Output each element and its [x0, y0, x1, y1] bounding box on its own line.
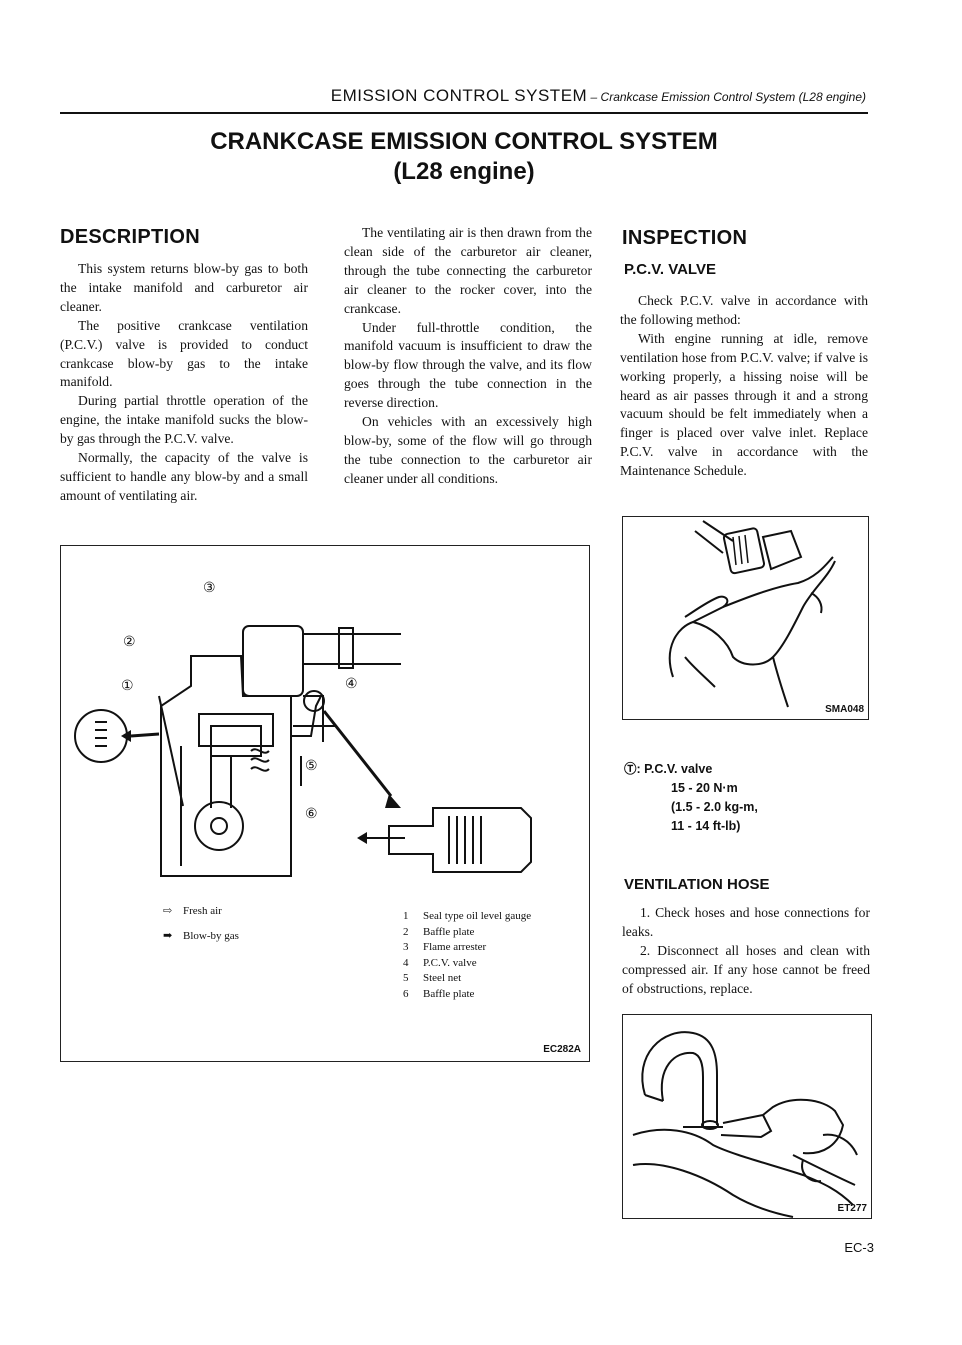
- torque-icon: Ⓣ: [624, 762, 637, 776]
- callout-1: ①: [121, 679, 134, 694]
- callout-4: ④: [345, 677, 358, 692]
- legend-num: 3: [403, 941, 409, 954]
- description-text-col1: This system returns blow-by gas to both …: [60, 260, 308, 506]
- legend-num: 5: [403, 972, 409, 985]
- ventilation-hose-heading: VENTILATION HOSE: [624, 876, 770, 893]
- pcv-valve-heading: P.C.V. VALVE: [624, 261, 716, 278]
- pcv-figure-code: SMA048: [825, 704, 864, 715]
- callout-5: ⑤: [305, 759, 318, 774]
- legend-item: 6 Baffle plate: [403, 987, 543, 1003]
- legend-item: 4 P.C.V. valve: [403, 956, 543, 972]
- hose-figure-code: ET277: [837, 1203, 867, 1214]
- description-paragraph-3: During partial throttle operation of the…: [60, 393, 308, 447]
- description-paragraph-2: The positive crankcase ventilation (P.C.…: [60, 317, 308, 390]
- legend-label: Steel net: [423, 972, 462, 985]
- legend-label: Seal type oil level gauge: [423, 910, 532, 922]
- header-section: EMISSION CONTROL SYSTEM: [330, 86, 588, 105]
- callout-3: ③: [203, 581, 216, 596]
- legend-label: Flame arrester: [423, 941, 487, 954]
- page-subtitle: (L28 engine): [393, 158, 535, 185]
- hose-step-2: 2. Disconnect all hoses and clean with c…: [622, 942, 870, 996]
- legend-blow-by-gas: ➡ Blow-by gas: [163, 929, 239, 945]
- page-number: EC-3: [844, 1240, 874, 1255]
- pcv-spec-label: Ⓣ: P.C.V. valve: [624, 760, 712, 779]
- pcv-spec-value-3: 11 - 14 ft-lb): [671, 819, 741, 833]
- legend-item: 3 Flame arrester: [403, 940, 543, 956]
- pcv-spec-text: : P.C.V. valve: [636, 762, 713, 776]
- header-rule: [60, 112, 868, 114]
- pcv-paragraph-1: Check P.C.V. valve in accordance with th…: [620, 293, 868, 327]
- description-paragraph-5: The ventilating air is then drawn from t…: [344, 225, 592, 316]
- pcv-spec-value-2: (1.5 - 2.0 kg-m,: [671, 800, 758, 814]
- legend-fresh-air: ⇨ Fresh air: [163, 904, 239, 920]
- legend-label: Baffle plate: [423, 987, 475, 1000]
- legend-num: 6: [403, 987, 409, 1000]
- legend-item: 2 Baffle plate: [403, 925, 543, 941]
- fresh-air-arrow-icon: ⇨: [163, 905, 173, 917]
- legend-num: 4: [403, 956, 409, 969]
- header-subsection: Crankcase Emission Control System (L28 e…: [600, 90, 866, 104]
- description-paragraph-1: This system returns blow-by gas to both …: [60, 261, 308, 314]
- legend-label: Baffle plate: [423, 925, 475, 938]
- description-paragraph-7: On vehicles with an excessively high blo…: [344, 414, 592, 486]
- ventilation-hose-illustration: [632, 1031, 858, 1218]
- legend-item: 1 Seal type oil level gauge: [403, 909, 543, 925]
- legend-label: P.C.V. valve: [423, 956, 477, 969]
- legend-item: 5 Steel net: [403, 971, 543, 987]
- page-title: CRANKCASE EMISSION CONTROL SYSTEM: [210, 128, 718, 155]
- header-separator: –: [587, 90, 601, 104]
- legend-num: 2: [403, 925, 409, 938]
- callout-2: ②: [123, 635, 136, 650]
- hose-step-1: 1. Check hoses and hose connections for …: [622, 905, 870, 939]
- description-paragraph-4: Normally, the capacity of the valve is s…: [60, 450, 308, 503]
- pcv-valve-illustration: [668, 520, 836, 708]
- ventilation-hose-text: 1. Check hoses and hose connections for …: [622, 904, 870, 999]
- flow-legend: ⇨ Fresh air ➡ Blow-by gas: [163, 904, 239, 944]
- description-text-col2: The ventilating air is then drawn from t…: [344, 224, 592, 489]
- blow-by-arrow-icon: ➡: [163, 929, 173, 942]
- crankcase-system-diagram: ③ ② ① ④ ⑤ ⑥: [74, 581, 532, 877]
- blow-by-label: Blow-by gas: [183, 929, 239, 942]
- pcv-paragraph-2: With engine running at idle, remove vent…: [620, 330, 868, 479]
- pcv-valve-text: Check P.C.V. valve in accordance with th…: [620, 292, 868, 481]
- pcv-spec-values: 15 - 20 N·m (1.5 - 2.0 kg-m, 11 - 14 ft-…: [671, 779, 758, 836]
- main-figure-code: EC282A: [543, 1044, 581, 1055]
- legend-num: 1: [403, 910, 409, 922]
- running-header: EMISSION CONTROL SYSTEM – Crankcase Emis…: [60, 86, 866, 106]
- description-paragraph-6: Under full-throttle condition, the manif…: [344, 319, 592, 411]
- ventilation-hose-figure: ET277: [622, 1014, 872, 1219]
- description-heading: DESCRIPTION: [60, 226, 200, 248]
- fresh-air-label: Fresh air: [183, 905, 222, 917]
- pcv-spec-value-1: 15 - 20 N·m: [671, 781, 738, 795]
- inspection-heading: INSPECTION: [622, 227, 748, 249]
- pcv-valve-figure: SMA048: [622, 516, 869, 720]
- callout-6: ⑥: [305, 807, 318, 822]
